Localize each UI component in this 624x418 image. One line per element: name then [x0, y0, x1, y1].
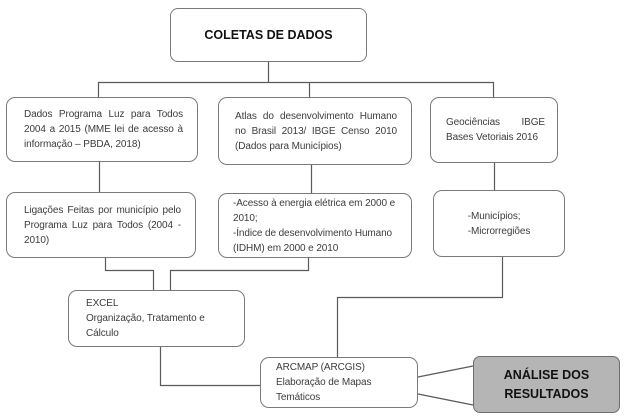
box-geociencias-ibge: Geociências IBGE Bases Vetoriais 2016: [430, 97, 558, 163]
connector-arcmap-to-result-upper: [417, 365, 474, 378]
connector-distribution-bar: [97, 81, 495, 97]
connector-ligacoes-to-excel: [104, 258, 155, 290]
box-arcmap: ARCMAP (ARCGIS) Elaboração de Mapas Temá…: [260, 357, 418, 408]
connector-unidades-to-arcmap: [336, 257, 504, 357]
box-municipios-microrregioes-text: -Municípios; -Microrregiões: [467, 210, 531, 237]
box-geociencias-ibge-text: Geociências IBGE Bases Vetoriais 2016: [446, 117, 545, 143]
box-ligacoes-municipio: Ligações Feitas por município pelo Progr…: [6, 192, 196, 258]
box-analise-resultados: ANÁLISE DOS RESULTADOS: [473, 356, 620, 413]
box-atlas-idh: Atlas do desenvolvimento Humano no Brasi…: [218, 97, 412, 165]
box-dados-programa-luz: Dados Programa Luz para Todos 2004 a 201…: [6, 97, 198, 162]
box-excel-text: EXCEL Organização, Tratamento e Cálculo: [86, 298, 205, 339]
connector-arcmap-to-result-lower: [417, 393, 474, 406]
box-coletas-de-dados-label: COLETAS DE DADOS: [204, 27, 333, 42]
box-dados-programa-luz-text: Dados Programa Luz para Todos 2004 a 201…: [24, 109, 183, 150]
box-analise-resultados-label: ANÁLISE DOS RESULTADOS: [503, 368, 590, 401]
box-indicadores: -Acesso à energia elétrica em 2000 e 201…: [218, 193, 412, 258]
box-arcmap-text: ARCMAP (ARCGIS) Elaboração de Mapas Temá…: [276, 362, 372, 403]
box-excel: EXCEL Organização, Tratamento e Cálculo: [68, 290, 245, 347]
box-coletas-de-dados: COLETAS DE DADOS: [170, 8, 367, 62]
box-indicadores-text: -Acesso à energia elétrica em 2000 e 201…: [233, 197, 396, 254]
connector-excel-to-arcmap: [159, 347, 260, 387]
connector-indicadores-to-excel: [169, 258, 310, 290]
box-atlas-idh-text: Atlas do desenvolvimento Humano no Brasi…: [235, 110, 397, 152]
box-municipios-microrregioes: -Municípios; -Microrregiões: [433, 190, 565, 257]
box-ligacoes-municipio-text: Ligações Feitas por município pelo Progr…: [24, 204, 181, 246]
